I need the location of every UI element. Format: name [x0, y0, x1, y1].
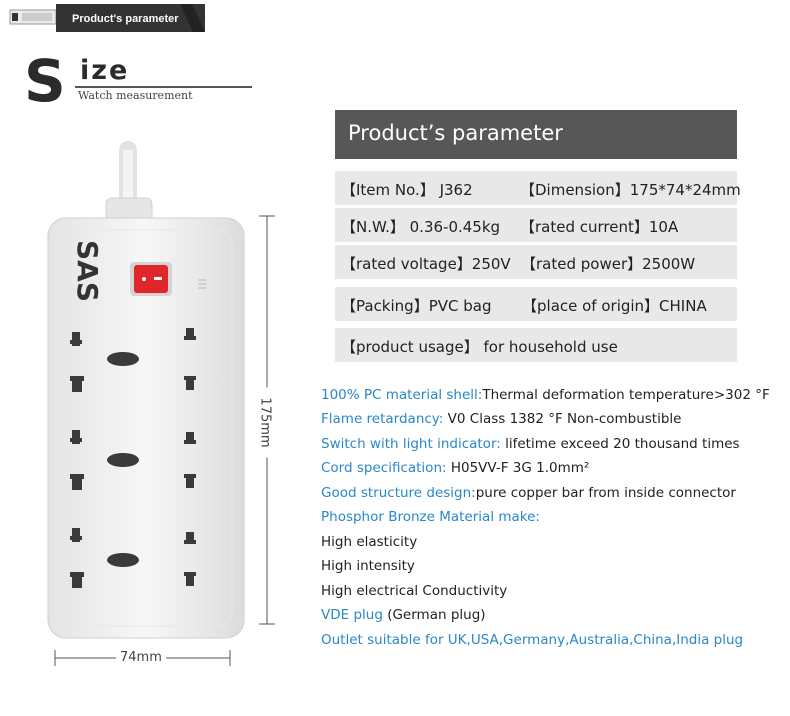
- power-switch: [134, 265, 168, 293]
- spec-line: Phosphor Bronze Material make:: [321, 509, 540, 525]
- banner-title: Product's parameter: [72, 13, 179, 25]
- width-dimension-label: 74mm: [116, 650, 166, 665]
- param-row: 【Item No.】 J362 【Dimension】175*74*24mm: [335, 171, 741, 205]
- param-rated-voltage: 【rated voltage】250V: [341, 255, 511, 273]
- spec-line: High intensity: [321, 558, 415, 574]
- spec-line: 100% PC material shell:Thermal deformati…: [321, 387, 770, 403]
- param-dimension: 【Dimension】175*74*24mm: [520, 181, 741, 199]
- size-heading-subtitle: Watch measurement: [78, 89, 193, 102]
- spec-line: Outlet suitable for UK,USA,Germany,Austr…: [321, 632, 744, 648]
- brand-logo: SAS: [71, 240, 104, 302]
- param-table-title: Product’s parameter: [348, 121, 563, 145]
- spec-line: Cord specification: H05VV-F 3G 1.0mm²: [321, 460, 590, 476]
- param-origin: 【place of origin】CHINA: [522, 297, 707, 315]
- param-nw: 【N.W.】 0.36-0.45kg: [341, 218, 501, 236]
- spec-line: VDE plug (German plug): [321, 607, 486, 623]
- spec-line: High electrical Conductivity: [321, 583, 508, 599]
- banner-shape-icon: [0, 4, 205, 32]
- param-row: 【N.W.】 0.36-0.45kg 【rated current】10A: [335, 208, 737, 242]
- param-table-header: Product’s parameter: [335, 110, 737, 159]
- spec-line: Switch with light indicator: lifetime ex…: [321, 436, 740, 452]
- param-row: 【Packing】PVC bag 【place of origin】CHINA: [335, 287, 737, 321]
- spec-line: Flame retardancy: V0 Class 1382 °F Non-c…: [321, 411, 682, 427]
- param-packing: 【Packing】PVC bag: [341, 297, 492, 315]
- size-heading-letter: S: [24, 47, 66, 115]
- param-row: 【rated voltage】250V 【rated power】2500W: [335, 245, 737, 279]
- header-banner: Product's parameter: [0, 4, 205, 32]
- param-row: 【product usage】 for household use: [335, 328, 737, 362]
- size-heading-underline: [75, 86, 252, 88]
- power-strip-image: SAS: [47, 141, 275, 666]
- param-item-no: 【Item No.】 J362: [341, 181, 473, 199]
- spec-line: High elasticity: [321, 534, 418, 550]
- spec-line: Good structure design:pure copper bar fr…: [321, 485, 736, 501]
- param-rated-power: 【rated power】2500W: [521, 255, 696, 273]
- size-heading-rest: ize: [80, 55, 130, 86]
- param-rated-current: 【rated current】10A: [520, 218, 679, 236]
- param-usage: 【product usage】 for household use: [341, 338, 618, 356]
- height-dimension-label: 175mm: [257, 387, 273, 458]
